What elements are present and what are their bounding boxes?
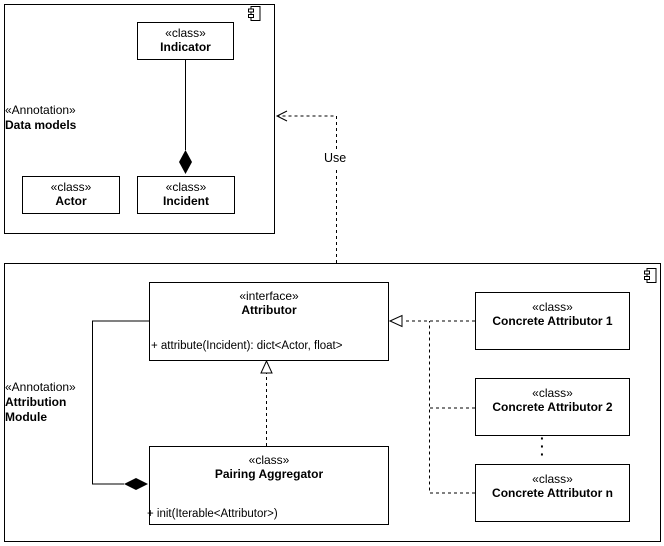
pairing-aggregator-operation: + init(Iterable<Attributor>) — [147, 508, 278, 520]
use-dependency-arrowhead — [275, 110, 288, 122]
class-concrete-attributor-n[interactable]: «class» Concrete Attributor n — [475, 464, 630, 522]
use-dependency-line — [278, 115, 337, 263]
attribution-module-annotation: «Annotation» Attribution Module — [5, 380, 76, 425]
composition-diamond-pairing — [124, 478, 148, 490]
annotation-name: Data models — [5, 118, 77, 132]
concrete-realization-arrowhead — [388, 314, 403, 328]
class-name: Indicator — [160, 40, 211, 54]
attributor-operation: + attribute(Incident): dict<Actor, float… — [151, 340, 343, 352]
data-models-annotation: «Annotation» Data models — [5, 103, 76, 133]
class-incident[interactable]: «class» Incident — [137, 176, 235, 214]
interface-stereotype: «interface» — [239, 289, 299, 303]
data-models-frame — [4, 4, 275, 234]
class-concrete-attributor-2[interactable]: «class» Concrete Attributor 2 — [475, 378, 630, 436]
annotation-stereotype: «Annotation» — [5, 380, 76, 394]
class-name: Concrete Attributor n — [492, 486, 613, 500]
interface-name: Attributor — [241, 303, 297, 317]
pairing-realization-arrowhead — [260, 359, 273, 374]
class-name: Concrete Attributor 1 — [492, 314, 613, 328]
class-name: Actor — [55, 194, 87, 208]
class-stereotype: «class» — [165, 180, 207, 194]
class-indicator[interactable]: «class» Indicator — [137, 22, 234, 60]
class-stereotype: «class» — [532, 300, 573, 314]
component-icon — [248, 6, 261, 21]
class-stereotype: «class» — [248, 453, 290, 467]
class-stereotype: «class» — [532, 472, 573, 486]
class-concrete-attributor-1[interactable]: «class» Concrete Attributor 1 — [475, 292, 630, 350]
annotation-stereotype: «Annotation» — [5, 103, 76, 117]
class-name: Pairing Aggregator — [214, 467, 324, 481]
ellipsis-more-attributors: · · · — [540, 430, 545, 462]
concreten-realization-line — [429, 321, 475, 494]
annotation-name-line2: Module — [5, 410, 47, 424]
attribution-module-frame — [4, 263, 661, 542]
interface-attributor[interactable]: «interface» Attributor + attribute(Incid… — [149, 282, 389, 361]
composition-diamond-incident — [179, 150, 192, 174]
class-name: Concrete Attributor 2 — [492, 400, 613, 414]
component-icon — [644, 268, 657, 283]
class-stereotype: «class» — [50, 180, 92, 194]
use-dependency-label: Use — [324, 151, 347, 165]
use-label-bg — [320, 150, 354, 168]
class-stereotype: «class» — [165, 26, 206, 40]
class-pairing-aggregator[interactable]: «class» Pairing Aggregator + init(Iterab… — [147, 446, 389, 525]
class-actor[interactable]: «class» Actor — [22, 176, 120, 214]
annotation-pairing-composition-line — [92, 320, 149, 485]
class-stereotype: «class» — [532, 386, 573, 400]
class-name: Incident — [162, 194, 209, 208]
annotation-name-line1: Attribution — [5, 395, 67, 409]
